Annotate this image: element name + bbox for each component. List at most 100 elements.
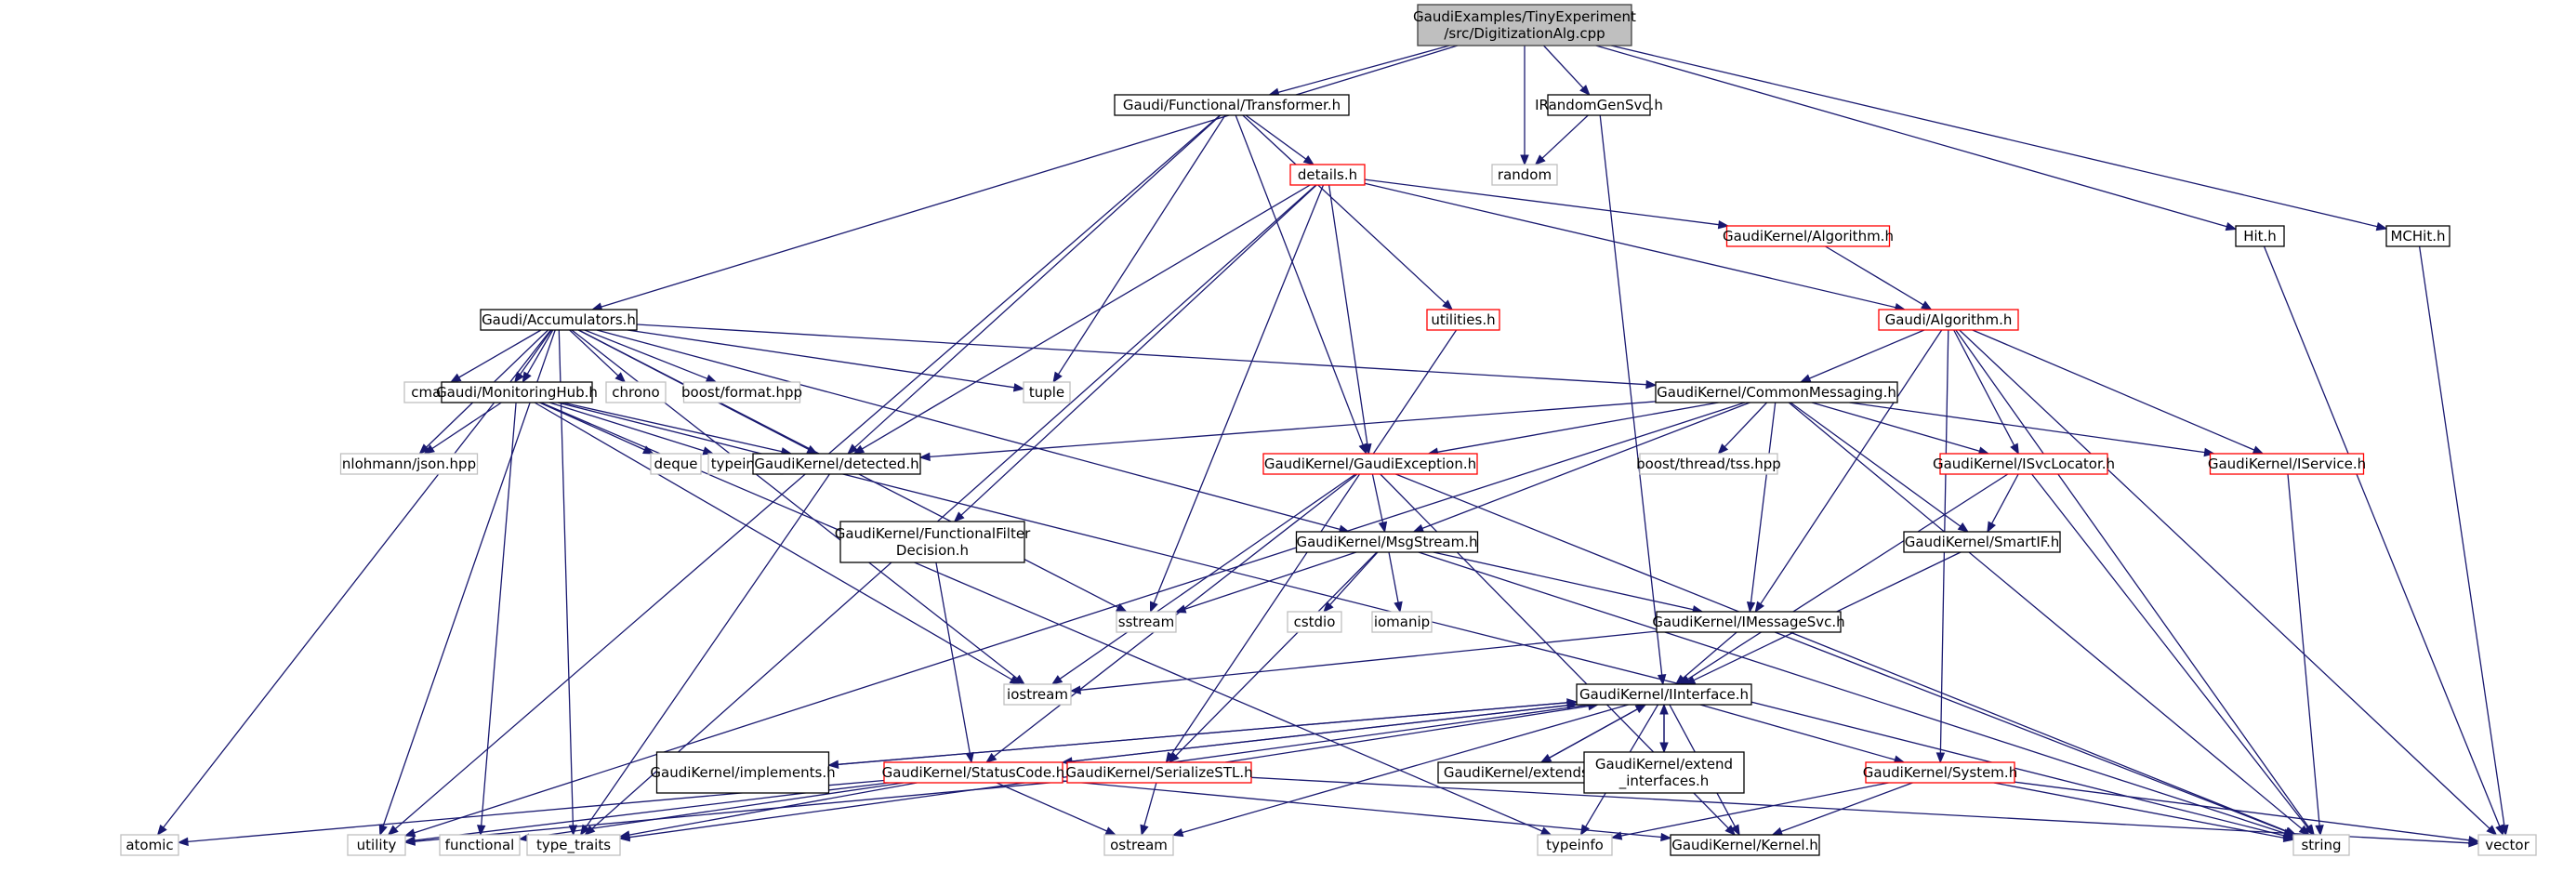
edge-arrowhead: [177, 837, 189, 847]
node-cstdio: cstdio: [1287, 611, 1342, 633]
node-utilities[interactable]: utilities.h: [1426, 309, 1500, 331]
node-isvclocator[interactable]: GaudiKernel/ISvcLocator.h: [1933, 453, 2115, 475]
node-imessagesvc[interactable]: GaudiKernel/IMessageSvc.h: [1652, 611, 1845, 633]
edge-iinterface-to-ostream: [1171, 704, 1629, 838]
edge-line: [636, 324, 1647, 386]
node-deque: deque: [650, 453, 702, 475]
edge-arrowhead: [847, 443, 859, 455]
node-box: [1655, 381, 1898, 403]
edge-line: [1953, 329, 2015, 446]
node-statuscode[interactable]: GaudiKernel/StatusCode.h: [882, 761, 1065, 784]
node-gk_algorithm[interactable]: GaudiKernel/Algorithm.h: [1723, 225, 1894, 247]
edge-arrowhead: [985, 752, 997, 763]
edge-arrowhead: [1771, 826, 1784, 836]
node-commonmessaging[interactable]: GaudiKernel/CommonMessaging.h: [1655, 381, 1898, 403]
edge-line: [627, 329, 1015, 389]
edge-line: [1610, 45, 2378, 228]
node-label: iomanip: [1374, 614, 1430, 630]
node-iservice[interactable]: GaudiKernel/IService.h: [2208, 453, 2366, 475]
node-box: [1583, 751, 1745, 794]
edge-root-to-mchit: [1610, 45, 2388, 231]
edge-statuscode-to-iinterface: [1062, 701, 1579, 763]
edge-arrowhead: [1746, 601, 1756, 614]
edge-irandomgensvc-to-random: [1534, 114, 1589, 165]
edge-arrowhead: [378, 824, 388, 837]
node-gaudiexception[interactable]: GaudiKernel/GaudiException.h: [1262, 453, 1478, 475]
node-iostream: iostream: [1003, 683, 1072, 706]
node-label: MCHit.h: [2390, 228, 2445, 244]
edge-arrowhead: [1935, 752, 1946, 764]
edge-arrowhead: [2486, 825, 2498, 836]
node-implements[interactable]: GaudiKernel/implements.h: [650, 751, 836, 794]
edge-arrowhead: [477, 825, 486, 837]
node-mchit[interactable]: MCHit.h: [2385, 225, 2451, 247]
node-accumulators[interactable]: Gaudi/Accumulators.h: [480, 309, 638, 331]
edge-serializestl-to-ostream: [1140, 782, 1157, 837]
edge-gaudi_algorithm-to-isvclocator: [1953, 329, 2019, 456]
edge-line: [1599, 114, 1663, 676]
edge-arrowhead: [1579, 85, 1591, 96]
edge-line: [569, 329, 619, 377]
edge-line: [1687, 473, 2009, 680]
node-utility: utility: [347, 834, 406, 856]
edge-arrowhead: [642, 445, 654, 455]
edge-arrowhead: [1442, 299, 1454, 310]
node-transformer[interactable]: Gaudi/Functional/Transformer.h: [1114, 94, 1350, 116]
node-msgstream[interactable]: GaudiKernel/MsgStream.h: [1295, 531, 1479, 553]
edge-line: [1364, 178, 1719, 226]
edge-arrowhead: [1412, 523, 1425, 533]
edge-gaudiexception-to-iostream: [1050, 473, 1356, 685]
node-box: [2209, 453, 2365, 475]
edge-serializestl-to-utility: [403, 780, 1068, 846]
edge-monitoringhub-to-deque: [539, 402, 654, 455]
node-label: GaudiKernel/IMessageSvc.h: [1652, 614, 1844, 630]
node-label: GaudiKernel/System.h: [1863, 764, 2017, 781]
edge-msgstream-to-sstream: [1174, 551, 1357, 614]
node-root[interactable]: GaudiExamples/TinyExperiment/src/Digitiz…: [1413, 4, 1636, 46]
edge-arrowhead: [1009, 675, 1022, 685]
node-box: [605, 381, 667, 403]
node-label: cstdio: [1294, 614, 1336, 630]
node-smartif[interactable]: GaudiKernel/SmartIF.h: [1903, 531, 2061, 553]
node-box: [339, 453, 479, 475]
node-irandomgensvc[interactable]: IRandomGenSvc.h: [1535, 94, 1663, 116]
node-box: [1939, 453, 2108, 475]
edge-line: [1788, 402, 2303, 830]
node-system[interactable]: GaudiKernel/System.h: [1863, 761, 2017, 784]
edge-transformer-to-utilities: [1242, 114, 1454, 310]
edge-system-to-typeinfo: [1610, 782, 1889, 840]
node-label: GaudiKernel/CommonMessaging.h: [1657, 384, 1896, 401]
node-box: [1639, 453, 1778, 475]
node-details[interactable]: details.h: [1289, 164, 1366, 186]
node-detected[interactable]: GaudiKernel/detected.h: [752, 453, 921, 475]
node-gaudi_algorithm[interactable]: Gaudi/Algorithm.h: [1878, 309, 2019, 331]
node-label: chrono: [612, 384, 659, 401]
node-monitoringhub[interactable]: Gaudi/MonitoringHub.h: [436, 381, 598, 403]
edge-gaudi_algorithm-to-vector: [1959, 329, 2498, 836]
edge-arrowhead: [2500, 824, 2509, 837]
edge-line: [382, 329, 556, 826]
node-label: Decision.h: [896, 542, 969, 559]
node-hit[interactable]: Hit.h: [2235, 225, 2285, 247]
edge-gaudi_algorithm-to-string: [1955, 329, 2315, 837]
node-serializestl[interactable]: GaudiKernel/SerializeSTL.h: [1065, 761, 1253, 784]
node-label: GaudiKernel/Algorithm.h: [1723, 228, 1894, 244]
edge-accumulators-to-cmath: [449, 329, 542, 383]
node-atomic: atomic: [120, 834, 179, 856]
edge-line: [1245, 114, 1307, 160]
edge-line: [596, 329, 1341, 531]
node-label: GaudiKernel/implements.h: [650, 764, 835, 781]
node-extend_interfaces[interactable]: GaudiKernel/extend_interfaces.h: [1583, 751, 1745, 794]
node-boostformat: boost/format.hpp: [681, 381, 802, 403]
node-extends[interactable]: GaudiKernel/extends.h: [1437, 761, 1608, 784]
node-iinterface[interactable]: GaudiKernel/IInterface.h: [1576, 683, 1752, 706]
node-box: [1670, 834, 1820, 856]
node-kernel[interactable]: GaudiKernel/Kernel.h: [1670, 834, 1820, 856]
node-box: [1725, 225, 1891, 247]
edge-arrowhead: [1674, 674, 1686, 685]
edge-arrowhead: [1012, 383, 1025, 392]
node-box: [439, 834, 521, 856]
edge-line: [1849, 402, 2205, 454]
edge-line: [1682, 631, 1737, 679]
